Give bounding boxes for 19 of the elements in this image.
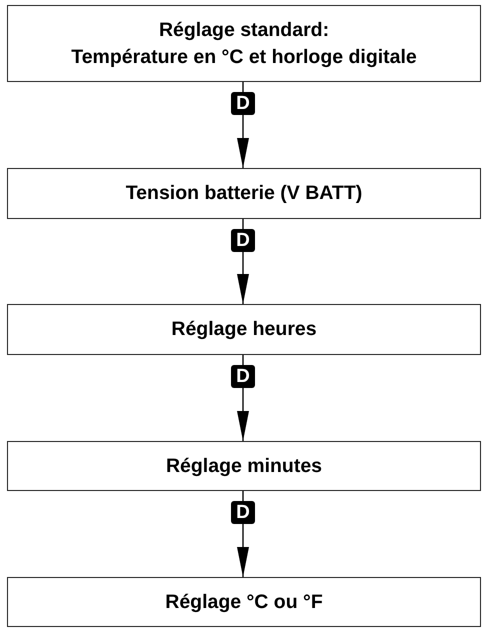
arrow [237, 82, 249, 168]
key-badge: D [231, 365, 255, 388]
arrow [237, 491, 249, 577]
process-box [7, 441, 481, 491]
key-badge: D [231, 229, 255, 252]
process-box [7, 577, 481, 627]
step-text: Réglage minutes [164, 454, 324, 478]
arrow [237, 219, 249, 304]
process-box [7, 168, 481, 219]
step-text: Température en °C et horloge digitale [70, 44, 418, 70]
step-text: Réglage °C ou °F [164, 590, 324, 614]
key-badge: D [231, 501, 255, 524]
step-text: Tension batterie (V BATT) [124, 181, 364, 206]
arrow [237, 355, 249, 441]
process-box [7, 5, 481, 82]
step-text: Réglage standard: [158, 18, 330, 42]
key-badge: D [231, 92, 255, 115]
process-box [7, 304, 481, 355]
step-text: Réglage heures [170, 317, 318, 342]
